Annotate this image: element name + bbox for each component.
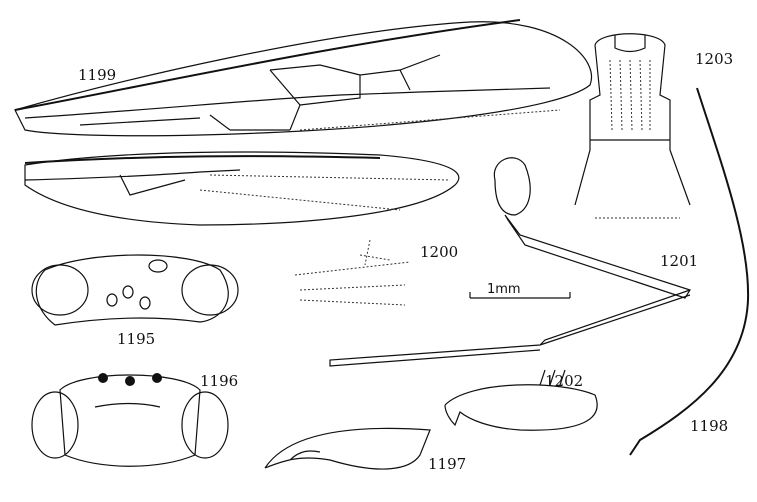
coxa-drawing bbox=[444, 369, 598, 431]
label-1203: 1203 bbox=[695, 50, 734, 68]
scale-bar bbox=[469, 292, 571, 299]
label-1195: 1195 bbox=[117, 330, 156, 348]
scale-bar-label: 1mm bbox=[487, 282, 521, 297]
mandible-drawing bbox=[264, 427, 431, 470]
label-1201: 1201 bbox=[660, 252, 699, 270]
label-1202: 1202 bbox=[545, 372, 584, 390]
label-1200: 1200 bbox=[420, 243, 459, 261]
head-front-drawing bbox=[31, 254, 239, 326]
label-1197: 1197 bbox=[428, 455, 467, 473]
label-1199: 1199 bbox=[78, 66, 117, 84]
propodeum-drawing bbox=[574, 33, 691, 219]
hind-leg-drawing bbox=[329, 157, 691, 367]
hind-wing-drawing bbox=[24, 151, 460, 226]
label-1196: 1196 bbox=[200, 372, 239, 390]
head-dorsal-drawing bbox=[31, 373, 229, 467]
antenna-drawing bbox=[629, 87, 750, 456]
wing-detail-drawing bbox=[294, 239, 411, 306]
fore-wing-drawing bbox=[14, 19, 592, 137]
label-1198: 1198 bbox=[690, 417, 729, 435]
